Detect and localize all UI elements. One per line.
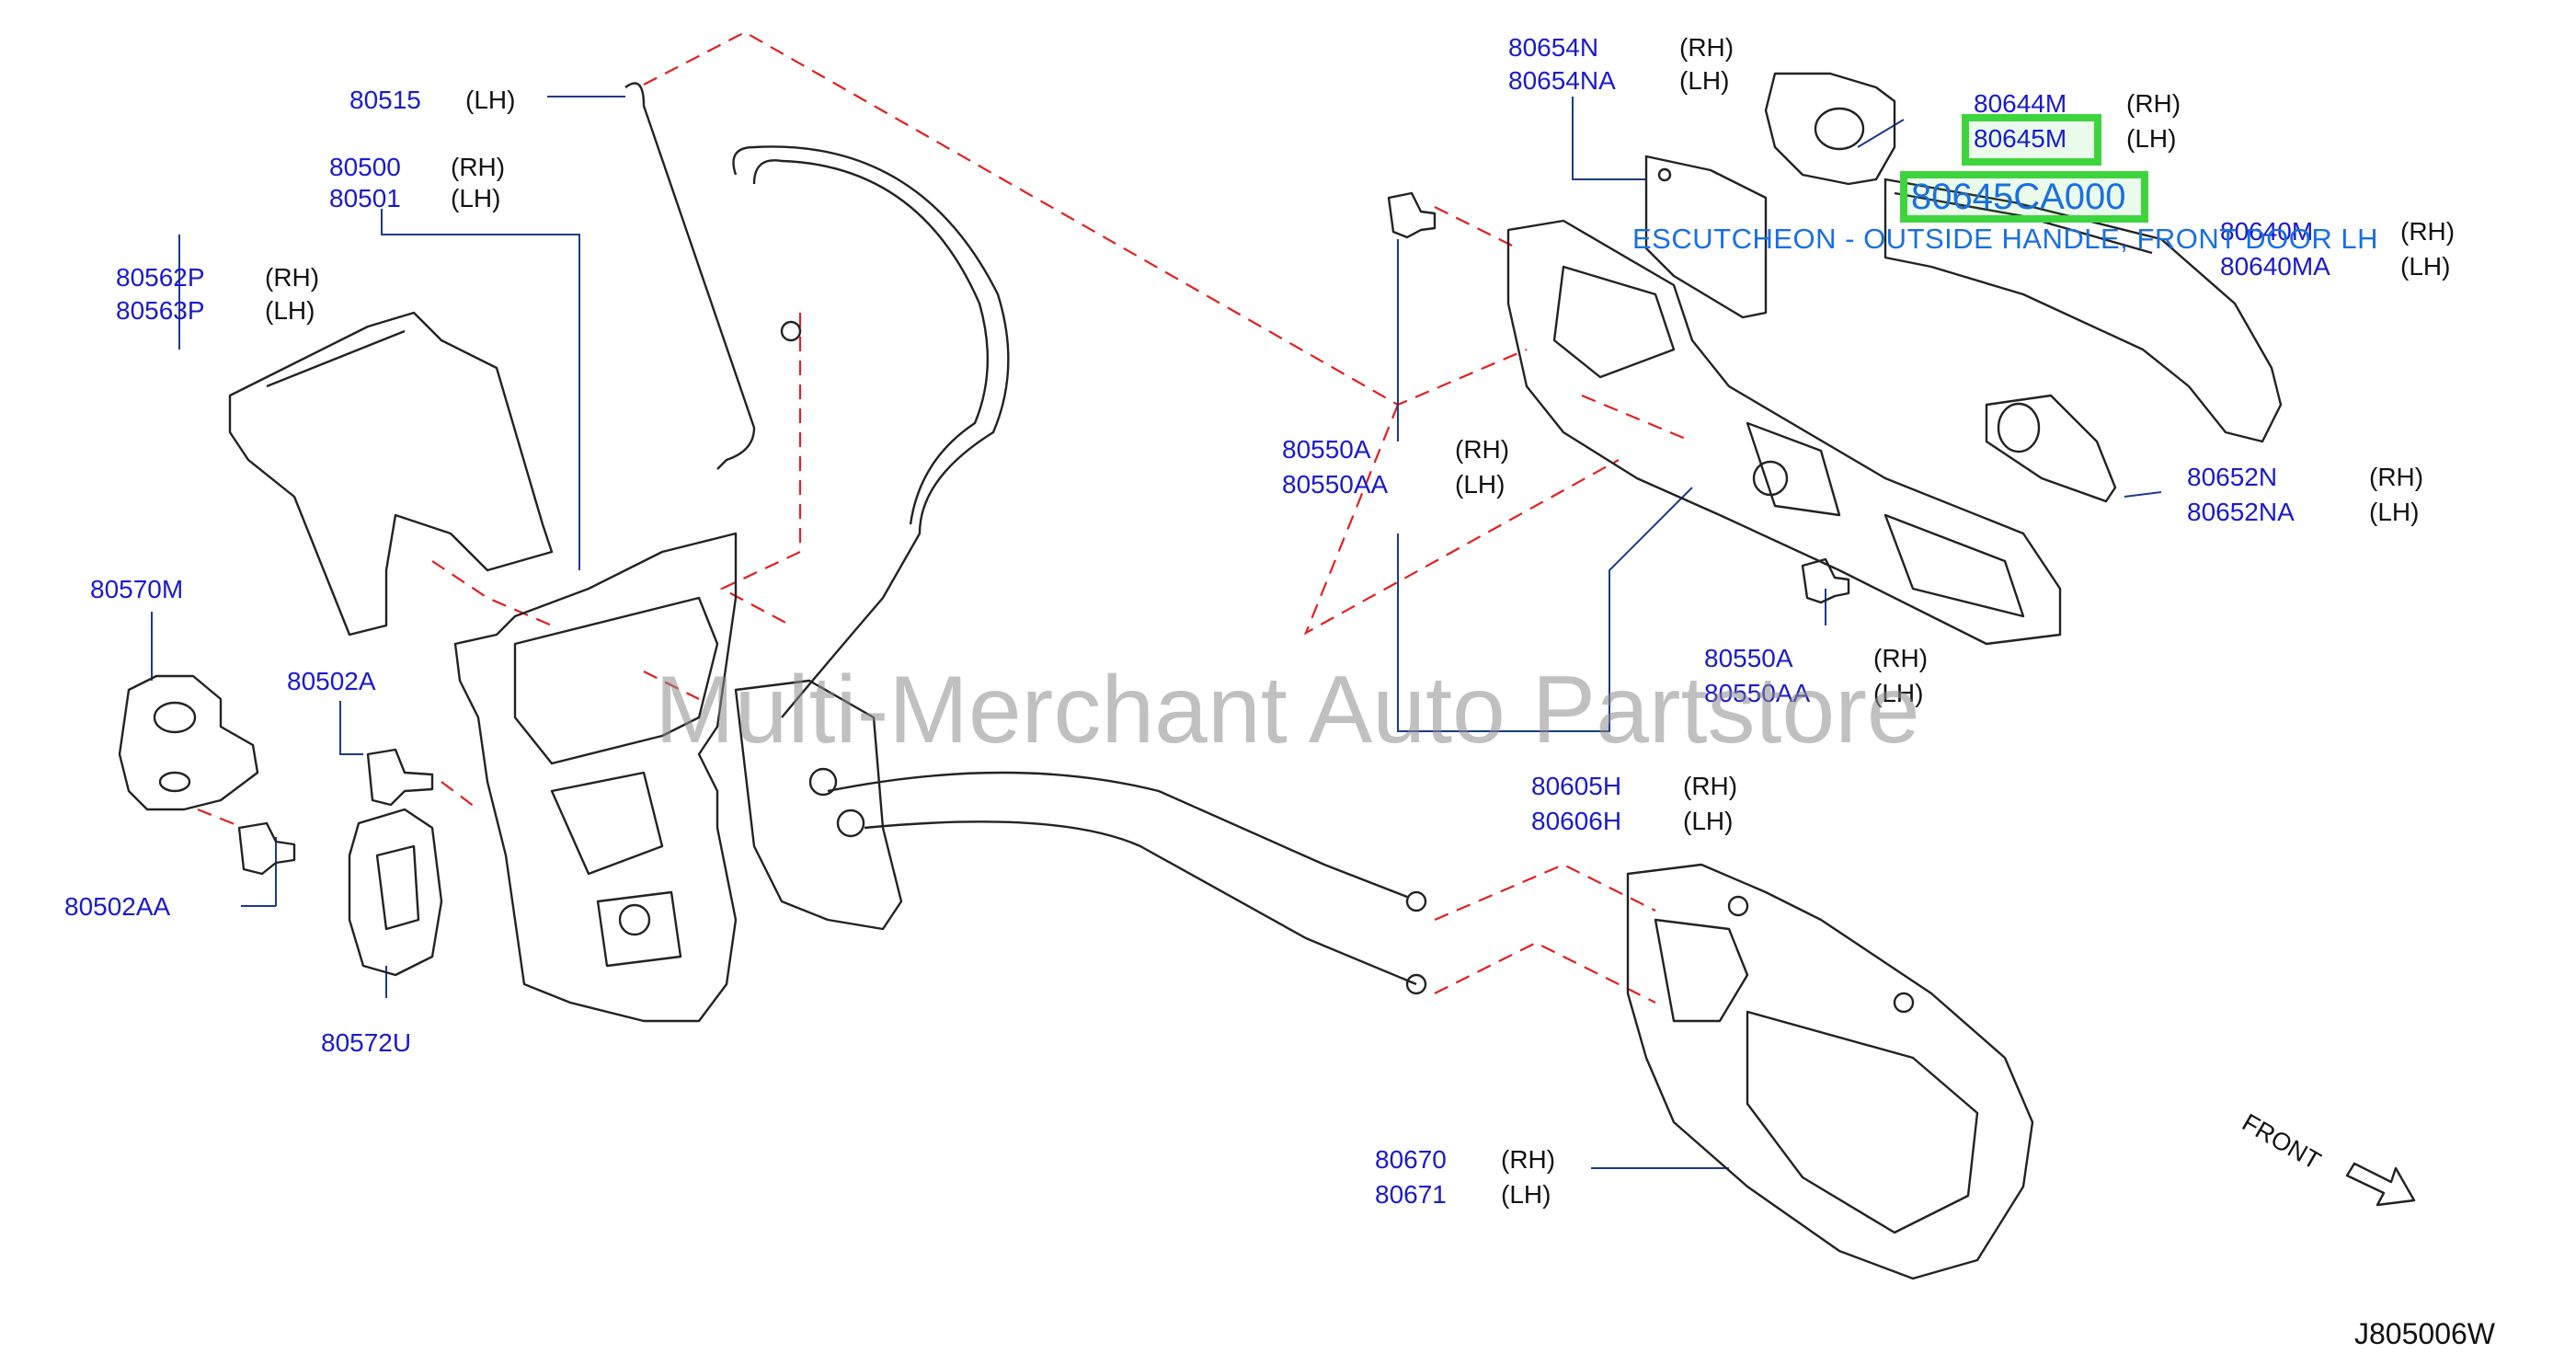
label-80654NA-side: (LH) [1679,66,1730,95]
label-80570M: 80570M [90,575,184,603]
label-80644M: 80644M [1974,89,2067,118]
label-80550A-top: 80550A [1282,435,1371,464]
label-80550A-bottom: 80550A [1704,644,1793,672]
label-80652N: 80652N [2187,463,2278,491]
dashed-connector-lines [197,30,1693,1004]
label-80501: 80501 [329,184,401,212]
label-80562P: 80562P [116,263,205,292]
label-80550AA-bottom-side: (LH) [1873,679,1924,707]
highlighted-part-description: ESCUTCHEON - OUTSIDE HANDLE, FRONT DOOR … [1632,223,2379,255]
label-80652NA-side: (LH) [2369,498,2420,526]
label-80550A-bottom-side: (RH) [1873,644,1929,672]
label-80500: 80500 [329,153,401,181]
label-80640MA: 80640MA [2220,252,2330,281]
label-80550AA-bottom: 80550AA [1704,679,1811,707]
highlighted-part-number[interactable]: 80645CA000 [1911,177,2126,217]
leader-lines [151,96,2162,1169]
label-80550AA-top-side: (LH) [1455,470,1506,499]
label-80606H-side: (LH) [1683,807,1734,835]
label-80563P-side: (LH) [265,296,315,325]
label-80515: 80515 [349,86,421,114]
label-80654N-side: (RH) [1679,33,1735,62]
label-80671: 80671 [1375,1180,1447,1209]
label-80652N-side: (RH) [2369,463,2424,491]
label-80640M: 80640M [2220,217,2314,246]
label-80572U: 80572U [321,1028,412,1057]
label-80515-side: (LH) [465,86,516,114]
watermark: Multi-Merchant Auto Partstore [655,657,1920,763]
part-outlines [118,72,2416,1280]
label-80654N: 80654N [1508,33,1599,62]
label-80606H: 80606H [1531,807,1622,835]
label-80562P-side: (RH) [265,263,320,292]
label-80640MA-side: (LH) [2400,252,2451,281]
label-80645M[interactable]: 80645M [1974,124,2067,153]
diagram-reference: J805006W [2354,1317,2495,1350]
label-80652NA: 80652NA [2187,498,2295,526]
label-80644M-side: (RH) [2126,89,2181,118]
label-80550AA-top: 80550AA [1282,470,1389,499]
label-80501-side: (LH) [451,184,501,212]
label-80605H-side: (RH) [1683,772,1738,800]
label-80640M-side: (RH) [2400,217,2456,246]
label-80500-side: (RH) [451,153,506,181]
label-80563P: 80563P [116,296,205,325]
label-80670-side: (RH) [1501,1145,1556,1174]
label-80671-side: (LH) [1501,1180,1551,1209]
label-80605H: 80605H [1531,772,1622,800]
highlight-box-80645M [1962,114,2101,166]
label-80502AA: 80502AA [64,892,171,921]
label-80550A-top-side: (RH) [1455,435,1510,464]
label-80670: 80670 [1375,1145,1447,1174]
label-80645M-side: (LH) [2126,124,2177,153]
label-80502A: 80502A [287,667,376,695]
highlight-box-part-number [1900,171,2148,223]
label-80654NA: 80654NA [1508,66,1616,95]
